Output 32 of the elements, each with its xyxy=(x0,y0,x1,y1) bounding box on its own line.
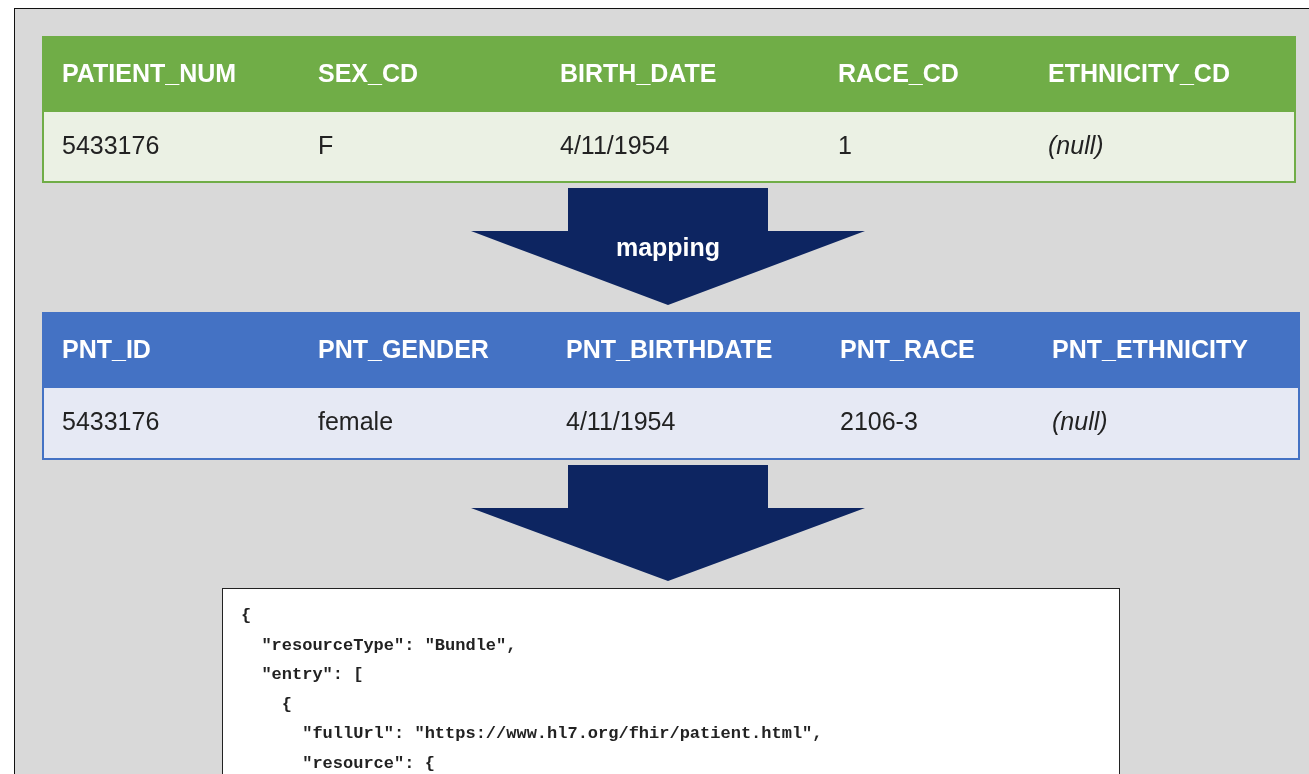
column-header: PNT_RACE xyxy=(840,334,975,364)
block-arrow xyxy=(471,188,865,305)
table-value: 2106-3 xyxy=(840,406,918,436)
table-value: (null) xyxy=(1052,406,1108,436)
edge-label: mapping xyxy=(615,231,721,262)
code-line: "resource": { xyxy=(301,752,435,774)
column-header: RACE_CD xyxy=(838,58,959,88)
table-value: 1 xyxy=(838,130,852,160)
column-header: SEX_CD xyxy=(318,58,419,88)
code-line: "fullUrl": "https://www.hl7.org/fhir/patient.html", xyxy=(301,723,823,745)
data-table xyxy=(42,36,1296,183)
table-value: F xyxy=(318,130,334,160)
table-value: 4/11/1954 xyxy=(560,130,670,160)
column-header: PNT_BIRTHDATE xyxy=(566,334,773,364)
data-table xyxy=(42,312,1300,460)
column-header: PNT_GENDER xyxy=(318,334,489,364)
column-header: BIRTH_DATE xyxy=(560,58,717,88)
column-header: PNT_ID xyxy=(62,334,151,364)
code-line: { xyxy=(280,693,292,716)
column-header: ETHNICITY_CD xyxy=(1048,58,1230,88)
table-value: female xyxy=(318,406,394,436)
code-block xyxy=(222,588,1120,774)
table-value: 5433176 xyxy=(62,406,160,436)
column-header: PNT_ETHNICITY xyxy=(1052,334,1248,364)
code-line: { xyxy=(241,605,252,627)
table-value: (null) xyxy=(1048,130,1104,160)
code-line: "entry": [ xyxy=(260,664,364,686)
table-value: 4/11/1954 xyxy=(566,406,676,436)
column-header: PATIENT_NUM xyxy=(62,58,237,88)
table-value: 5433176 xyxy=(62,130,160,160)
block-arrow xyxy=(471,465,865,581)
code-line: "resourceType": "Bundle", xyxy=(260,634,517,657)
